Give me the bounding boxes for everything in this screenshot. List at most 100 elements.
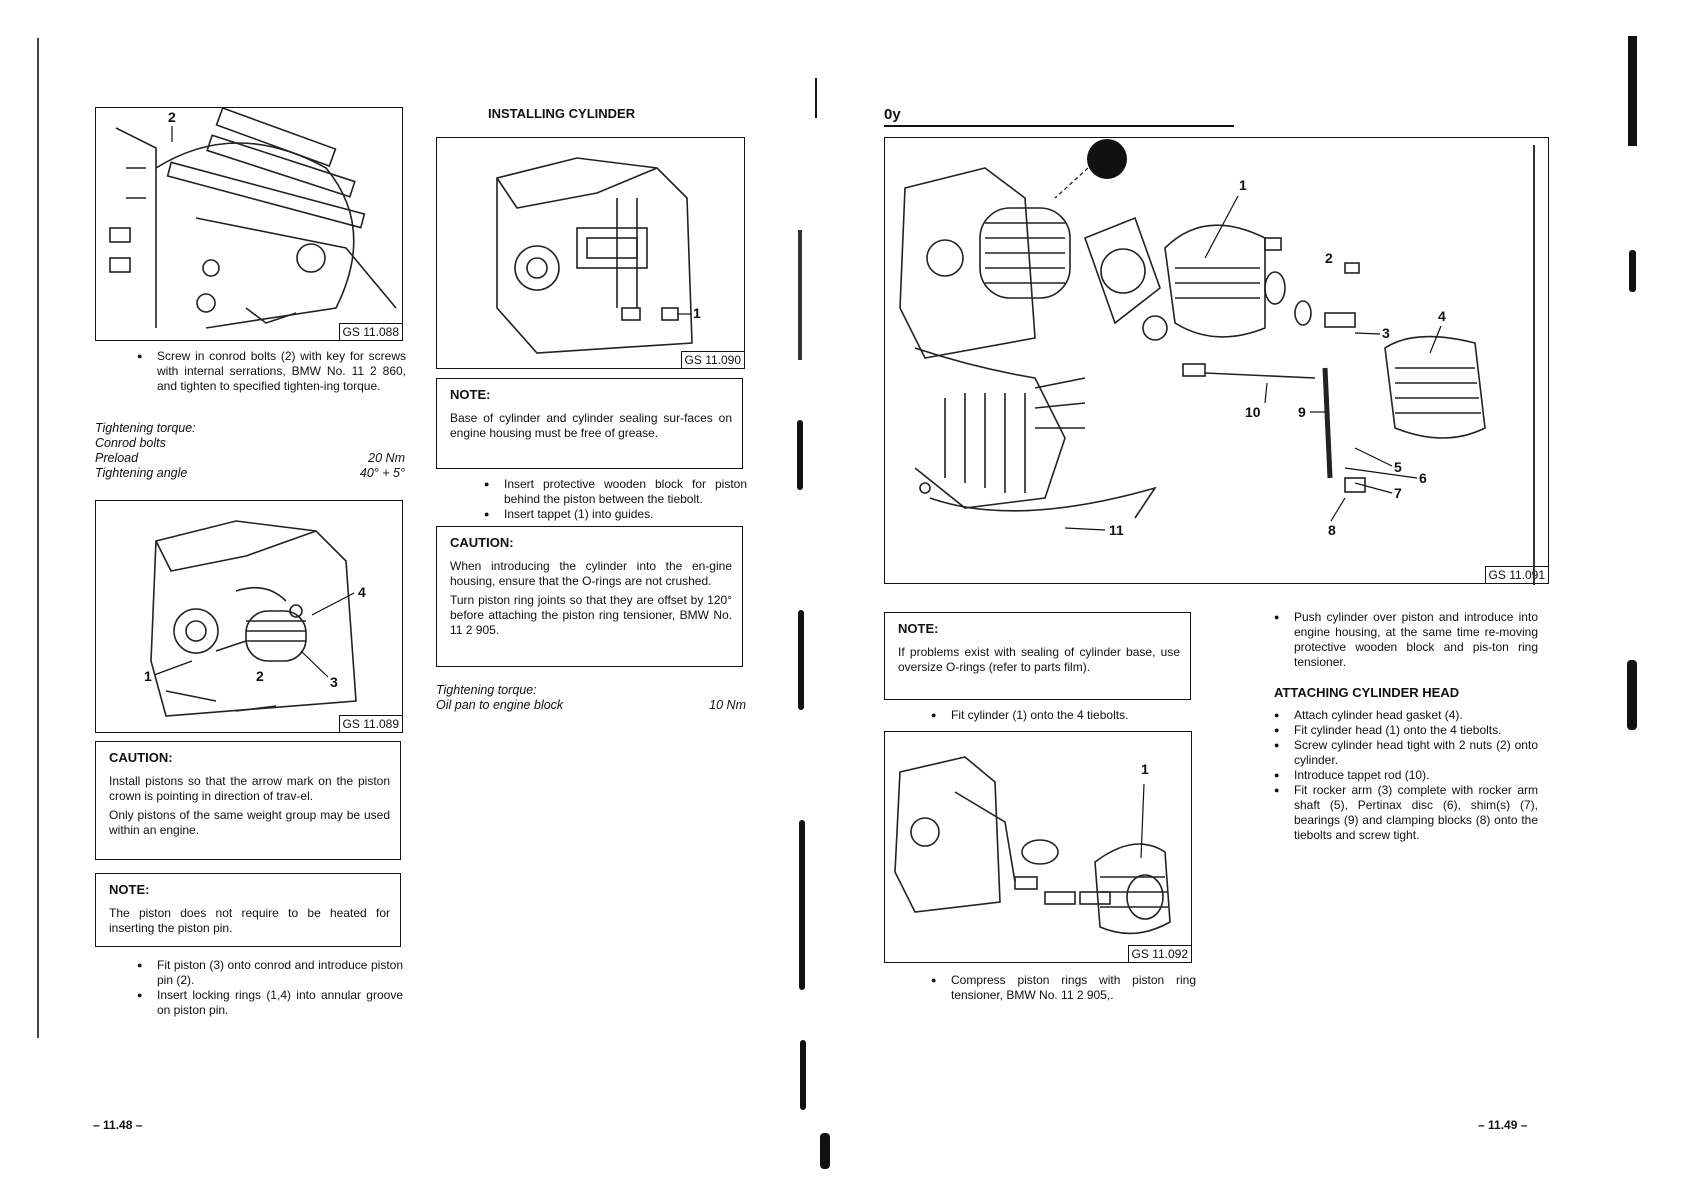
torque-row: Preload 20 Nm — [95, 451, 405, 466]
figure-code: GS 11.092 — [1127, 945, 1191, 962]
svg-text:10: 10 — [1245, 404, 1261, 420]
caution-text: Only pistons of the same weight group ma… — [109, 808, 390, 837]
svg-text:1: 1 — [1141, 761, 1149, 777]
note-title: NOTE: — [450, 387, 491, 402]
torque-label: Oil pan to engine block — [436, 698, 564, 712]
note-box-grease: NOTE: Base of cylinder and cylinder seal… — [436, 378, 743, 469]
step-item: Push cylinder over piston and introduce … — [1272, 610, 1538, 670]
figure-code: GS 11.088 — [338, 323, 402, 340]
note-text: The piston does not require to be heated… — [109, 906, 390, 935]
svg-text:8: 8 — [1328, 522, 1336, 538]
cylinder-head-exploded-illustration: 1 2 3 4 10 9 5 6 7 8 11 — [899, 139, 1486, 538]
step-item: Screw cylinder head tight with 2 nuts (2… — [1272, 738, 1538, 768]
section-heading-installing-cylinder: INSTALLING CYLINDER — [488, 106, 636, 121]
spine-mark — [798, 610, 804, 710]
torque-value: 10 Nm — [709, 698, 746, 712]
note-box-o-rings: NOTE: If problems exist with sealing of … — [884, 612, 1191, 700]
spine-mark — [797, 420, 803, 490]
figure-conrod-bolts: 2 GS 11.088 — [95, 107, 403, 341]
figure-code: GS 11.091 — [1484, 566, 1548, 583]
svg-text:4: 4 — [1438, 308, 1446, 324]
caution-box-o-rings: CAUTION: When introducing the cylinder i… — [436, 526, 743, 667]
note-title: NOTE: — [898, 621, 939, 636]
step-item: Screw in conrod bolts (2) with key for s… — [135, 349, 406, 394]
torque-label: Preload — [95, 451, 139, 465]
right-edge-line — [1533, 145, 1535, 585]
spine-mark — [798, 230, 802, 360]
caution-title: CAUTION: — [109, 750, 173, 765]
svg-text:3: 3 — [330, 674, 338, 690]
right-edge-mark — [1628, 36, 1637, 146]
page-number-left: – 11.48 – — [93, 1118, 143, 1132]
step-item: Introduce tappet rod (10). — [1272, 768, 1538, 783]
note-text: Base of cylinder and cylinder sealing su… — [450, 411, 732, 440]
step-item: Attach cylinder head gasket (4). — [1272, 708, 1538, 723]
step-list-conrod: Screw in conrod bolts (2) with key for s… — [135, 349, 406, 394]
torque-subtitle: Conrod bolts — [95, 436, 166, 450]
figure-cylinder-fitting: 1 GS 11.092 — [884, 731, 1192, 963]
step-list-piston: Fit piston (3) onto conrod and introduce… — [135, 958, 403, 1018]
figure-piston-install: 4 1 2 3 GS 11.089 — [95, 500, 403, 733]
svg-text:2: 2 — [168, 109, 176, 125]
torque-spec-oil-pan: Tightening torque: Oil pan to engine blo… — [436, 683, 746, 713]
figure-wooden-block: 1 GS 11.090 — [436, 137, 745, 369]
section-heading-attaching-cylinder-head: ATTACHING CYLINDER HEAD — [1274, 685, 1460, 700]
svg-text:5: 5 — [1394, 459, 1402, 475]
torque-value: 40° + 5° — [359, 466, 405, 480]
step-list-push-cylinder: Push cylinder over piston and introduce … — [1272, 610, 1538, 670]
right-edge-mark — [1627, 660, 1637, 730]
figure-cylinder-head-assembly: 1 2 3 4 10 9 5 6 7 8 11 GS 11.091 — [884, 137, 1549, 584]
step-item: Compress piston rings with piston ring t… — [929, 973, 1196, 1003]
svg-text:4: 4 — [358, 584, 366, 600]
left-binding-edge — [37, 38, 39, 1038]
header-mark: 0y — [884, 106, 901, 123]
svg-text:2: 2 — [1325, 250, 1333, 266]
caution-text: Install pistons so that the arrow mark o… — [109, 774, 390, 803]
figure-code: GS 11.090 — [680, 351, 744, 368]
step-item: Insert locking rings (1,4) into annular … — [135, 988, 403, 1018]
cylinder-fitting-illustration: 1 — [894, 756, 1171, 935]
page-number-right: – 11.49 – — [1478, 1118, 1528, 1132]
piston-install-illustration: 4 1 2 3 — [144, 520, 366, 717]
spine-line — [815, 78, 817, 118]
note-box-piston-pin: NOTE: The piston does not require to be … — [95, 873, 401, 947]
step-item: Fit cylinder head (1) onto the 4 tiebolt… — [1272, 723, 1538, 738]
conrod-bolts-illustration: 2 — [109, 108, 397, 329]
step-item: Fit cylinder (1) onto the 4 tiebolts. — [929, 708, 1194, 723]
svg-text:1: 1 — [1239, 177, 1247, 193]
svg-text:1: 1 — [144, 668, 152, 684]
step-item: Fit piston (3) onto conrod and introduce… — [135, 958, 403, 988]
caution-text: Turn piston ring joints so that they are… — [450, 593, 732, 637]
caution-title: CAUTION: — [450, 535, 514, 550]
figure-code: GS 11.089 — [338, 715, 402, 732]
header-rule — [884, 125, 1234, 127]
note-text: If problems exist with sealing of cylind… — [898, 645, 1180, 674]
torque-row: Oil pan to engine block 10 Nm — [436, 698, 746, 713]
step-list-tappet: Insert protective wooden block for pisto… — [482, 477, 747, 522]
spine-mark — [820, 1133, 830, 1169]
torque-row: Tightening angle 40° + 5° — [95, 466, 405, 481]
note-title: NOTE: — [109, 882, 150, 897]
svg-text:9: 9 — [1298, 404, 1306, 420]
svg-text:3: 3 — [1382, 325, 1390, 341]
step-item: Insert protective wooden block for pisto… — [482, 477, 747, 507]
caution-box-pistons: CAUTION: Install pistons so that the arr… — [95, 741, 401, 860]
torque-value: 20 Nm — [368, 451, 405, 465]
wooden-block-illustration: 1 — [496, 157, 701, 354]
step-item: Insert tappet (1) into guides. — [482, 507, 747, 522]
svg-text:2: 2 — [256, 668, 264, 684]
torque-spec-conrod: Tightening torque: Conrod bolts Preload … — [95, 421, 405, 481]
step-list-compress-rings: Compress piston rings with piston ring t… — [929, 973, 1196, 1003]
step-list-fit-cylinder: Fit cylinder (1) onto the 4 tiebolts. — [929, 708, 1194, 723]
caution-text: When introducing the cylinder into the e… — [450, 559, 732, 588]
svg-text:7: 7 — [1394, 485, 1402, 501]
torque-title: Tightening torque: — [95, 421, 196, 435]
spine-mark — [799, 820, 805, 990]
step-list-cylinder-head: Attach cylinder head gasket (4). Fit cyl… — [1272, 708, 1538, 843]
torque-title: Tightening torque: — [436, 683, 537, 697]
svg-text:6: 6 — [1419, 470, 1427, 486]
right-edge-mark — [1629, 250, 1636, 292]
svg-text:11: 11 — [1109, 522, 1124, 538]
spine-mark — [800, 1040, 806, 1110]
torque-label: Tightening angle — [95, 466, 188, 480]
